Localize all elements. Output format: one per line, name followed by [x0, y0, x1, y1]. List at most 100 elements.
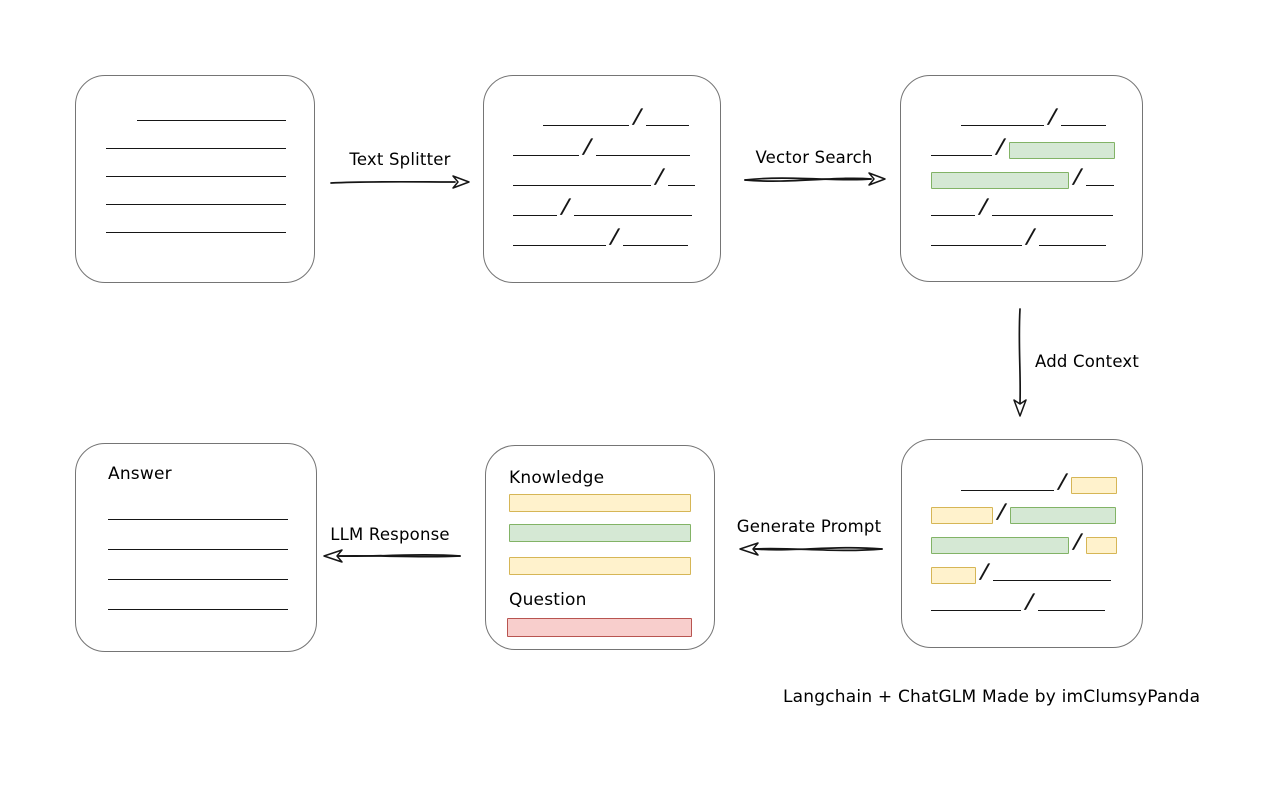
text-line-segment [596, 155, 691, 156]
text-line-segment [668, 185, 696, 186]
diagram-caption: Langchain + ChatGLM Made by imClumsyPand… [783, 687, 1201, 707]
split-slash: / [1024, 224, 1038, 248]
context-chunks-box: / / / / / [901, 439, 1143, 648]
text-line-segment [931, 155, 992, 156]
context-chunks-rows: / / / / / [902, 440, 1142, 647]
green-highlight-bar [1009, 142, 1116, 159]
source-document-box [75, 75, 315, 283]
chunk-row: / [513, 194, 720, 218]
text-line-segment [543, 125, 629, 126]
text-line-segment [513, 155, 579, 156]
chunk-row: / [513, 224, 720, 248]
text-line-segment [961, 490, 1054, 491]
text-line-segment [513, 245, 606, 246]
yellow-knowledge-bar [509, 494, 691, 512]
chunk-row: / [961, 104, 1142, 128]
green-knowledge-bar [509, 524, 691, 542]
text-line-segment [993, 580, 1112, 581]
chunk-row: / [931, 559, 1142, 584]
chunk-row: / [931, 224, 1142, 248]
llm-response-label: LLM Response [330, 525, 450, 544]
answer-lines [108, 486, 288, 610]
document-text-line [106, 148, 286, 149]
green-highlight-bar [1010, 507, 1117, 524]
yellow-knowledge-bar [509, 557, 691, 575]
vector-search-arrow [744, 172, 886, 186]
text-line-segment [513, 215, 557, 216]
yellow-highlight-bar [931, 507, 993, 524]
split-slash: / [653, 164, 667, 188]
vector-results-rows: / / / / / [901, 76, 1142, 281]
text-splitter-label: Text Splitter [349, 150, 451, 169]
text-line-segment [931, 245, 1022, 246]
question-label: Question [509, 590, 587, 610]
split-slash: / [1071, 164, 1085, 188]
chunk-row: / [513, 164, 720, 188]
generate-prompt-arrow [739, 542, 883, 556]
text-line-segment [1061, 125, 1107, 126]
question-bar-wrap [507, 618, 692, 637]
text-line-segment [931, 215, 975, 216]
split-slash: / [1071, 529, 1085, 553]
text-line-segment [1086, 185, 1115, 186]
chunk-row: / [513, 134, 720, 158]
yellow-highlight-bar [1086, 537, 1118, 554]
yellow-highlight-bar [931, 567, 976, 584]
add-context-label: Add Context [1035, 352, 1140, 371]
knowledge-bars [509, 494, 692, 575]
text-line-segment [646, 125, 690, 126]
answer-text-line [108, 549, 288, 550]
vector-search-label: Vector Search [755, 148, 873, 167]
chunk-row: / [931, 134, 1142, 159]
split-slash: / [581, 134, 595, 158]
split-slash: / [994, 134, 1008, 158]
yellow-highlight-bar [1071, 477, 1118, 494]
green-highlight-bar [931, 537, 1069, 554]
green-highlight-bar [931, 172, 1069, 189]
text-line-segment [931, 610, 1021, 611]
split-slash: / [1046, 104, 1060, 128]
prompt-box: Knowledge Question [485, 445, 715, 650]
text-line-segment [961, 125, 1044, 126]
split-chunks-rows: / / / / / [484, 76, 720, 282]
chunk-row: / [931, 194, 1142, 218]
split-slash: / [608, 224, 622, 248]
split-slash: / [559, 194, 573, 218]
llm-response-arrow [323, 549, 461, 563]
chunk-row: / [961, 469, 1142, 494]
chunk-row: / [931, 529, 1142, 554]
text-line-segment [574, 215, 693, 216]
split-slash: / [977, 194, 991, 218]
document-text-line [106, 176, 286, 177]
text-line-segment [992, 215, 1114, 216]
add-context-arrow [1013, 308, 1027, 417]
document-text-line [106, 232, 286, 233]
document-text-line [137, 120, 286, 121]
text-line-segment [513, 185, 651, 186]
text-line-segment [1038, 610, 1106, 611]
split-slash: / [1023, 589, 1037, 613]
knowledge-label: Knowledge [509, 468, 605, 488]
answer-label: Answer [108, 464, 172, 484]
text-line-segment [1039, 245, 1107, 246]
answer-text-line [108, 609, 288, 610]
generate-prompt-label: Generate Prompt [736, 517, 882, 536]
split-slash: / [631, 104, 645, 128]
answer-box: Answer [75, 443, 317, 652]
split-slash: / [995, 499, 1009, 523]
chunk-row: / [931, 589, 1142, 613]
source-document-lines [76, 76, 314, 282]
answer-text-line [108, 579, 288, 580]
chunk-row: / [543, 104, 720, 128]
split-chunks-box: / / / / / [483, 75, 721, 283]
document-text-line [106, 204, 286, 205]
chunk-row: / [931, 164, 1142, 189]
text-line-segment [623, 245, 689, 246]
red-question-bar [507, 618, 692, 637]
vector-results-box: / / / / / [900, 75, 1143, 282]
split-slash: / [1056, 469, 1070, 493]
text-splitter-arrow [330, 175, 470, 189]
chunk-row: / [931, 499, 1142, 524]
answer-text-line [108, 519, 288, 520]
